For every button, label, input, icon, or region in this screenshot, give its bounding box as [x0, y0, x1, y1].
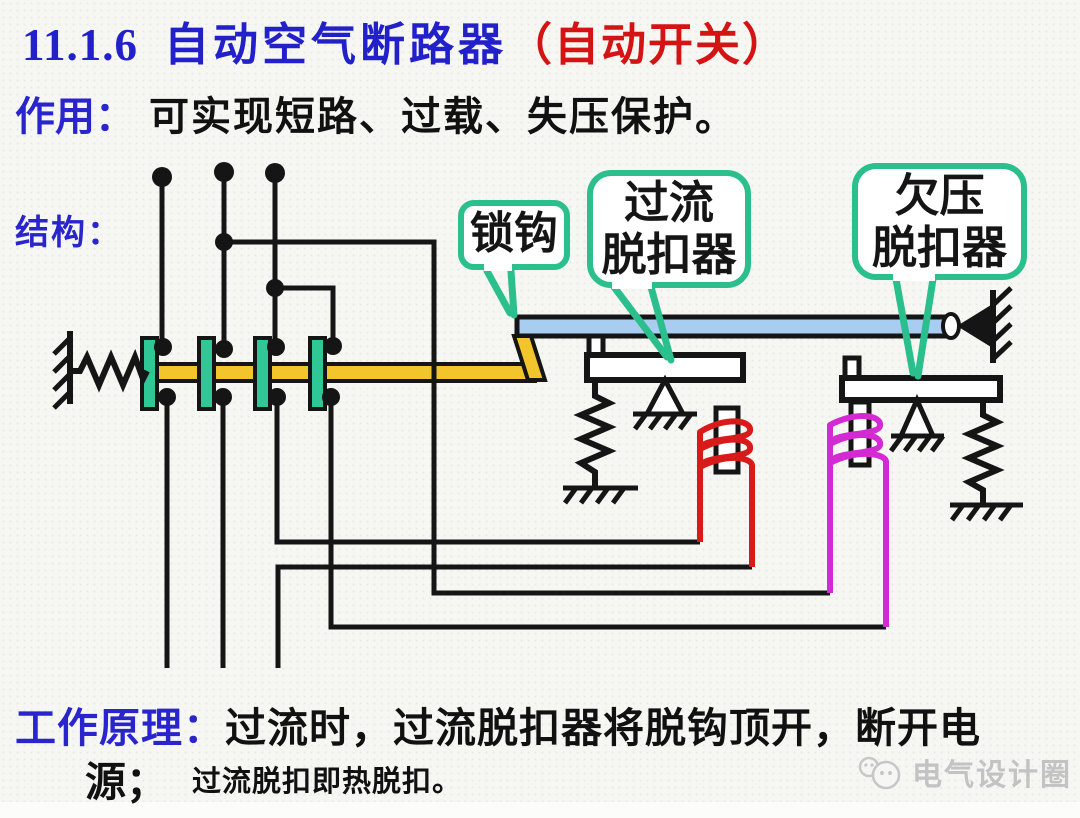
undervoltage-lever-spring [961, 400, 1005, 505]
principle-text-2: 源； [85, 759, 167, 805]
lock-hook-shape [511, 334, 548, 382]
bottom-strip [0, 802, 1080, 818]
undervoltage-spring-ground [949, 502, 1023, 522]
undervoltage-pivot-ground [888, 433, 946, 453]
principle-label: 工作原理： [15, 705, 225, 751]
function-label: 作用： [15, 94, 135, 139]
main-return-spring [70, 348, 150, 393]
left-anchor-wall [52, 331, 73, 410]
principle-note: 过流脱扣即热脱扣。 [192, 766, 463, 798]
moving-contacts [140, 336, 327, 411]
callout-overcurrent-line1: 过流 [623, 178, 714, 228]
overcurrent-lever-spring [573, 380, 617, 488]
title-main-text: 自动空气断路器 [164, 20, 508, 70]
page-title: 11.1.6 自动空气断路器（自动开关） [22, 8, 789, 73]
terminal-dots [152, 162, 342, 406]
callout-undervoltage-line1: 欠压 [894, 171, 985, 221]
section-number: 11.1.6 [22, 20, 139, 70]
trip-bar-pivot [941, 305, 991, 347]
bubble-tail-opening [612, 281, 652, 289]
overcurrent-coil [697, 418, 755, 567]
right-anchor-wall [990, 286, 1013, 363]
title-paren-text: （自动开关） [507, 20, 790, 70]
principle-line: 工作原理：过流时，过流脱扣器将脱钩顶开，断开电 [15, 694, 981, 754]
watermark: 电气设计圈 [856, 750, 1072, 794]
callout-undervoltage-release: 欠压 脱扣器 [852, 163, 1027, 280]
principle-text-1: 过流时，过流脱扣器将脱钩顶开，断开电 [225, 705, 981, 751]
trip-bar [514, 314, 956, 339]
wechat-bubbles-logo-icon [858, 756, 901, 790]
circuit-wires [159, 172, 886, 668]
watermark-text: 电气设计圈 [912, 759, 1072, 792]
overcurrent-pivot-ground [632, 411, 697, 431]
callout-overcurrent-release: 过流 脱扣器 [587, 170, 751, 288]
structure-label: 结构： [15, 215, 123, 252]
callout-overcurrent-line2: 脱扣器 [601, 230, 737, 280]
function-text: 可实现短路、过载、失压保护。 [149, 94, 737, 139]
callout-lock-hook-label: 锁钩 [470, 209, 558, 258]
undervoltage-coil [827, 413, 889, 627]
bubble-tail-opening [893, 273, 935, 281]
callout-tails [483, 267, 937, 380]
bubble-tail-opening [484, 263, 512, 271]
function-line: 作用： 可实现短路、过载、失压保护。 [15, 84, 737, 142]
callout-undervoltage-line2: 脱扣器 [871, 223, 1007, 273]
overcurrent-spring-ground [562, 485, 638, 505]
callout-lock-hook: 锁钩 [458, 200, 570, 270]
